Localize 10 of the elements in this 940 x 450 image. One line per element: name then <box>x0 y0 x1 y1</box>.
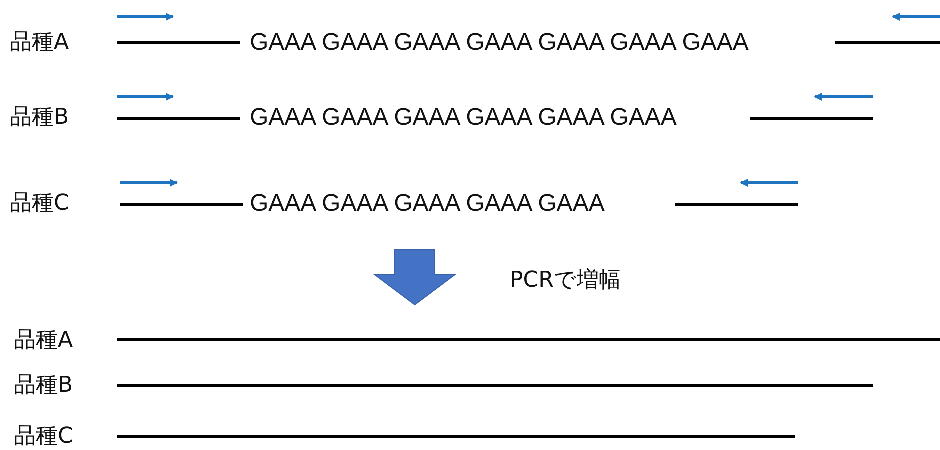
repeat-sequence: GAAA GAAA GAAA GAAA GAAA GAAA <box>250 104 677 132</box>
variety-label: 品種B <box>10 104 70 132</box>
variety-label: 品種B <box>14 372 74 400</box>
variety-label: 品種A <box>10 29 70 57</box>
variety-label: 品種C <box>14 423 74 450</box>
variety-label: 品種C <box>10 190 70 218</box>
variety-label: 品種A <box>14 327 74 355</box>
step-label: PCRで増幅 <box>510 267 621 295</box>
repeat-sequence: GAAA GAAA GAAA GAAA GAAA <box>250 190 605 218</box>
repeat-sequence: GAAA GAAA GAAA GAAA GAAA GAAA GAAA <box>250 29 749 57</box>
